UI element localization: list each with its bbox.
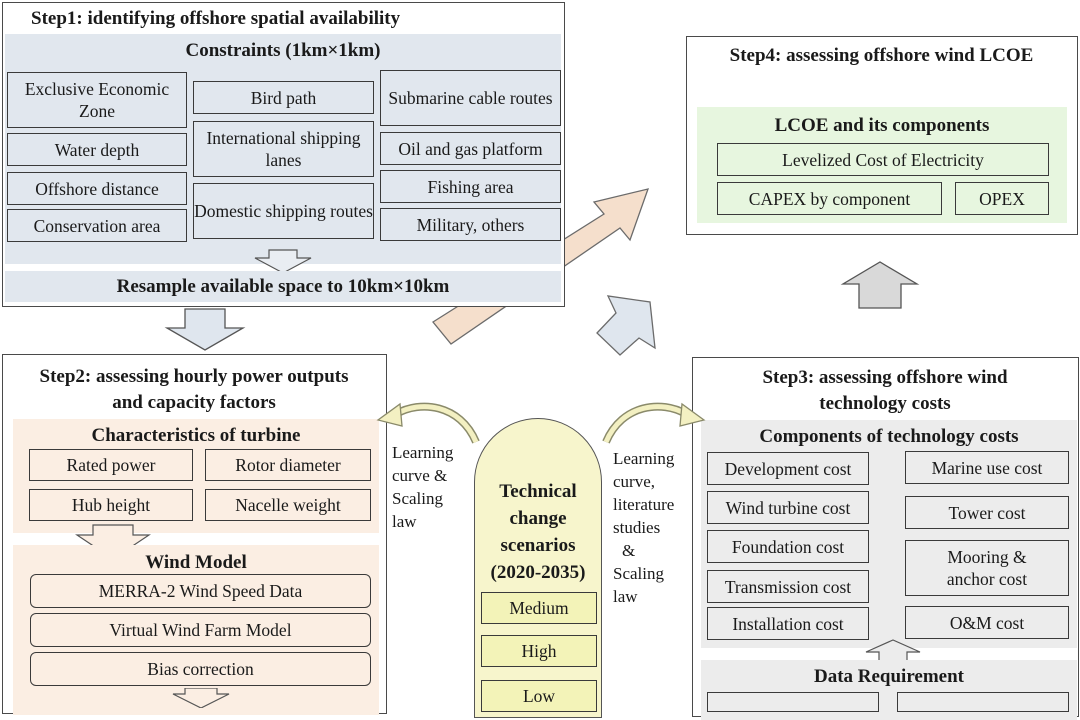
step3-to-step4-arrow bbox=[840, 261, 920, 309]
step3-title-line2: technology costs bbox=[819, 393, 951, 414]
wind-model-title: Wind Model bbox=[145, 552, 247, 573]
turbine-nacelle-weight: Nacelle weight bbox=[205, 489, 371, 521]
constraint-water-depth: Water depth bbox=[7, 133, 187, 166]
learning-left-line3: Scaling bbox=[392, 489, 443, 508]
turbine-rated-power: Rated power bbox=[29, 449, 193, 481]
wind-bias-correction: Bias correction bbox=[30, 652, 371, 686]
step1-title: Step1: identifying offshore spatial avai… bbox=[31, 8, 401, 29]
constraints-title: Constraints (1km×1km) bbox=[185, 40, 381, 61]
data-requirement-item-right bbox=[897, 692, 1069, 712]
cost-foundation: Foundation cost bbox=[707, 530, 869, 563]
step2-panel: Step2: assessing hourly power outputs an… bbox=[2, 354, 387, 715]
turbine-hub-height: Hub height bbox=[29, 489, 193, 521]
step3-title-line1: Step3: assessing offshore wind bbox=[762, 367, 1008, 388]
resample-arrow bbox=[254, 249, 312, 274]
learning-left-line1: Learning bbox=[392, 443, 454, 462]
learning-left-line4: law bbox=[392, 512, 417, 531]
cost-mooring-anchor: Mooring & anchor cost bbox=[905, 540, 1069, 596]
step4-title: Step4: assessing offshore wind LCOE bbox=[729, 45, 1034, 66]
lcoe-item: Levelized Cost of Electricity bbox=[717, 143, 1049, 176]
scenarios-title: Technical change scenarios (2020-2035) bbox=[474, 478, 602, 586]
step1-panel: Step1: identifying offshore spatial avai… bbox=[2, 2, 565, 307]
learning-right-text: Learning curve, literature studies & Sca… bbox=[613, 447, 693, 608]
turbine-title: Characteristics of turbine bbox=[91, 425, 301, 446]
scenarios-title-line3: scenarios bbox=[500, 535, 576, 556]
learning-right-line7: law bbox=[613, 587, 638, 606]
constraint-conservation-area: Conservation area bbox=[7, 209, 187, 242]
data-requirement-title: Data Requirement bbox=[813, 666, 965, 687]
cost-om: O&M cost bbox=[905, 606, 1069, 639]
learning-curve-arrows bbox=[376, 402, 706, 444]
cost-wind-turbine: Wind turbine cost bbox=[707, 491, 869, 524]
constraint-fishing-area: Fishing area bbox=[380, 170, 561, 203]
cost-marine-use: Marine use cost bbox=[905, 451, 1069, 484]
capex-box: CAPEX by component bbox=[717, 182, 942, 215]
resample-box: Resample available space to 10km×10km bbox=[5, 271, 561, 302]
constraint-eez: Exclusive Economic Zone bbox=[7, 72, 187, 128]
step2-title-line1: Step2: assessing hourly power outputs bbox=[39, 366, 349, 387]
learning-right-line2: curve, bbox=[613, 472, 656, 491]
constraint-bird-path: Bird path bbox=[193, 81, 374, 114]
opex-box: OPEX bbox=[955, 182, 1049, 215]
scenarios-title-line4: (2020-2035) bbox=[490, 562, 586, 583]
cost-development: Development cost bbox=[707, 452, 869, 485]
lcoe-title: LCOE and its components bbox=[774, 115, 990, 136]
learning-right-line1: Learning bbox=[613, 449, 675, 468]
learning-right-line4: studies bbox=[613, 518, 661, 537]
learning-left-text: Learning curve & Scaling law bbox=[392, 441, 472, 533]
scenarios-title-line2: change bbox=[509, 508, 567, 529]
wind-down-arrow bbox=[172, 688, 230, 708]
constraint-military-others: Military, others bbox=[380, 208, 561, 241]
wind-virtual-farm: Virtual Wind Farm Model bbox=[30, 613, 371, 647]
cost-installation: Installation cost bbox=[707, 607, 869, 640]
cost-transmission: Transmission cost bbox=[707, 570, 869, 603]
scenario-medium: Medium bbox=[481, 592, 597, 624]
scenarios-title-line1: Technical bbox=[499, 481, 577, 502]
constraint-oil-gas-platform: Oil and gas platform bbox=[380, 132, 561, 165]
to-step3-arrow bbox=[596, 295, 656, 356]
turbine-rotor-diameter: Rotor diameter bbox=[205, 449, 371, 481]
step4-panel: Step4: assessing offshore wind LCOE LCOE… bbox=[686, 36, 1078, 235]
learning-right-line6: Scaling bbox=[613, 564, 664, 583]
learning-left-line2: curve & bbox=[392, 466, 448, 485]
constraint-domestic-shipping: Domestic shipping routes bbox=[193, 183, 374, 239]
cost-tower: Tower cost bbox=[905, 496, 1069, 529]
step3-panel: Step3: assessing offshore wind technolog… bbox=[692, 357, 1079, 720]
step1-to-step2-arrow bbox=[164, 308, 246, 351]
wind-merra2: MERRA-2 Wind Speed Data bbox=[30, 574, 371, 608]
constraint-submarine-cable: Submarine cable routes bbox=[380, 70, 561, 126]
learning-right-line5: & bbox=[622, 541, 636, 560]
scenario-high: High bbox=[481, 635, 597, 667]
scenarios-arch bbox=[474, 418, 602, 718]
learning-right-line3: literature bbox=[613, 495, 675, 514]
step2-title-line2: and capacity factors bbox=[112, 392, 276, 413]
data-requirement-item-left bbox=[707, 692, 879, 712]
constraint-offshore-distance: Offshore distance bbox=[7, 172, 187, 205]
scenario-low: Low bbox=[481, 680, 597, 712]
components-title: Components of technology costs bbox=[759, 426, 1019, 447]
constraint-international-shipping: International shipping lanes bbox=[193, 121, 374, 177]
data-to-components-arrow bbox=[865, 639, 921, 662]
